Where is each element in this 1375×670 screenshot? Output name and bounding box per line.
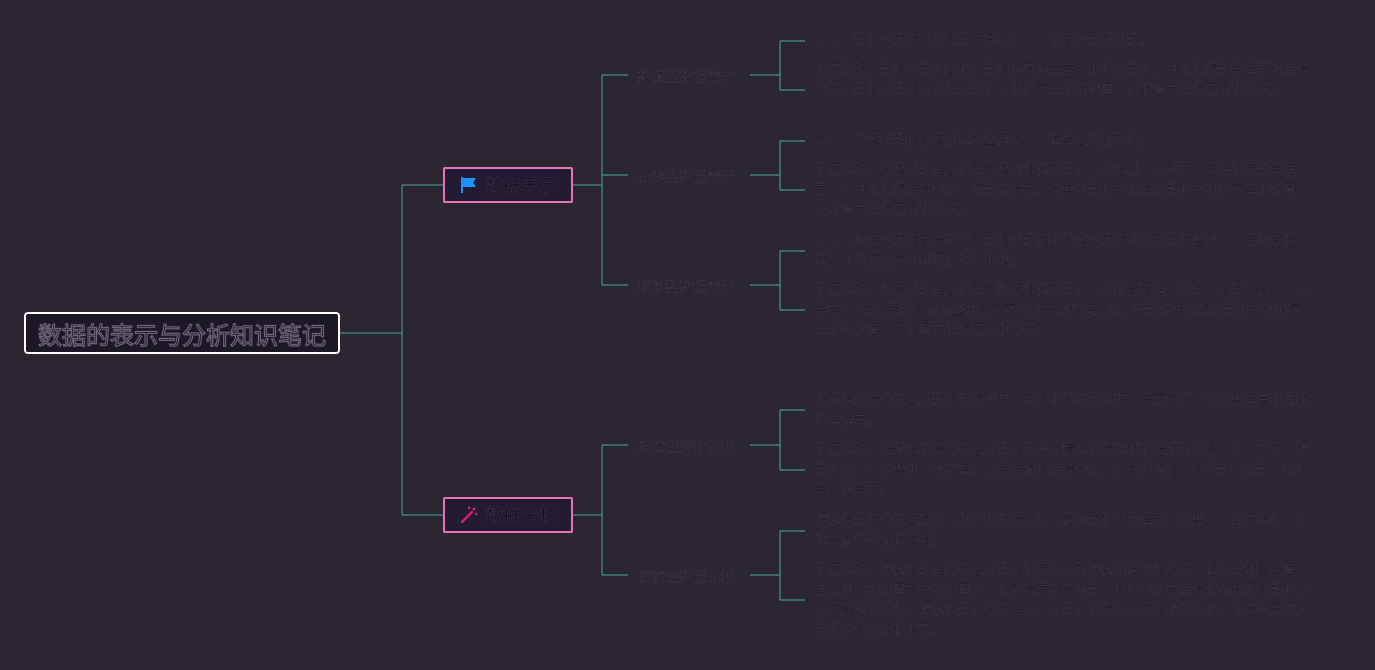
- flag-icon: [459, 175, 479, 195]
- topic-descriptive-statistics[interactable]: 描述性统计分析: [637, 440, 735, 456]
- branch-label: 数据表示: [485, 176, 557, 197]
- note-ordinal-extension[interactable]: 扩展说明：顺序型数据是指具有顺序性质的数据，如教育程度（小学、中学、高中、大学等…: [815, 283, 1310, 338]
- note-categorical-extension[interactable]: 扩展说明：分类型数据是指具有类别性质的数据，如性别、血型等，无法进行数学运算，但…: [815, 163, 1310, 218]
- note-numeric-extension[interactable]: 扩展说明：数值型数据是指在数值范围内具有可比性的数据，可以进行数学运算和统计分析…: [815, 63, 1310, 98]
- note-numeric-definition[interactable]: 表示：数值型数据可以用数字来表示，可以是整数或小数。: [815, 33, 1154, 48]
- root-title: 数据的表示与分析知识笔记: [38, 321, 326, 350]
- note-ordinal-definition[interactable]: 表示：顺序型数据是一种介于数值型数据和分类型数据之间的数据类型，具有顺序性质，可…: [815, 233, 1297, 268]
- root-topic[interactable]: 数据的表示与分析知识笔记: [24, 312, 340, 354]
- topic-ordinal-data[interactable]: 顺序型数据表示: [637, 280, 735, 296]
- branch-data-analysis[interactable]: 数据分析: [443, 497, 573, 533]
- branch-data-representation[interactable]: 数据表示: [443, 167, 573, 203]
- note-exploratory-definition[interactable]: 探索性数据分析是通过可视化和统计方法，发现数据中的模式、趋势、异常等特征，为进一…: [815, 513, 1310, 548]
- topic-numeric-data[interactable]: 数值型数据表示: [637, 70, 735, 86]
- note-exploratory-extension[interactable]: 扩展说明：探索性数据分析是对数据进行初步的探索和发现性分析，通过绘制直方图、散点…: [815, 563, 1310, 638]
- topic-categorical-data[interactable]: 分类型数据表示: [637, 170, 735, 186]
- note-descriptive-extension[interactable]: 扩展说明：描述性统计分析是对数据的整体情况进行概括和描述的统计方法，旨在了解数据…: [815, 443, 1310, 498]
- magic-wand-icon: [459, 505, 479, 525]
- branch-label: 数据分析: [485, 506, 557, 527]
- note-categorical-definition[interactable]: 表示：分类型数据用类别或标签来表示，通常是离散的值。: [815, 133, 1154, 148]
- topic-exploratory-analysis[interactable]: 探索性数据分析: [637, 570, 735, 586]
- note-descriptive-definition[interactable]: 描述性统计分析是对数据进行整理、总结和分析的过程，主要包括中心趋势度量和离散程度…: [815, 393, 1310, 428]
